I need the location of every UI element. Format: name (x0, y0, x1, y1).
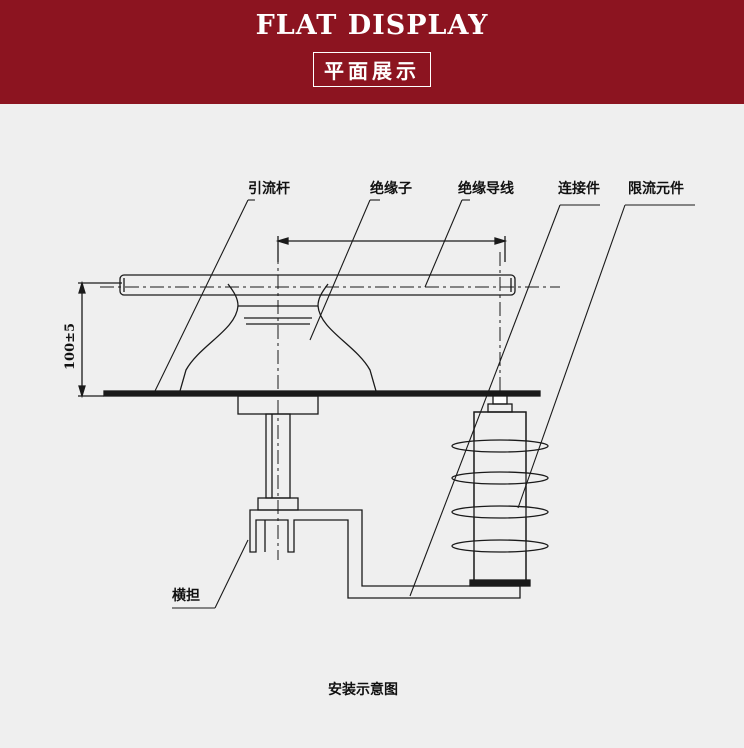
insulated-wire (103, 390, 541, 397)
height-dimension-line (78, 280, 122, 399)
banner-title: FLAT DISPLAY (255, 10, 489, 41)
installation-diagram: 引流杆 绝缘子 绝缘导线 连接件 限流元件 横担 100±5 安装示意图 (63, 180, 695, 698)
insulator-pin (237, 395, 319, 511)
crossarm (249, 509, 521, 599)
banner-subtitle-wrap: 平面展示 (0, 52, 744, 87)
leader-lines (154, 199, 695, 609)
dimension-label: 100±5 (63, 323, 78, 370)
label-insulated-wire: 绝缘导线 (458, 180, 514, 197)
insulator (179, 283, 377, 392)
connector (487, 395, 513, 413)
label-drain-rod: 引流杆 (248, 180, 290, 197)
label-current-limiter: 限流元件 (628, 180, 684, 197)
drain-rod (119, 274, 516, 296)
banner-subtitle: 平面展示 (313, 52, 431, 87)
header-banner: FLAT DISPLAY 平面展示 (0, 0, 744, 104)
label-crossarm: 横担 (172, 587, 200, 604)
center-lines (100, 250, 560, 560)
top-dimension-line (275, 236, 508, 262)
label-insulator: 绝缘子 (370, 180, 412, 197)
label-connector: 连接件 (558, 180, 600, 197)
current-limiter (451, 411, 549, 587)
diagram-caption: 安装示意图 (328, 681, 398, 698)
